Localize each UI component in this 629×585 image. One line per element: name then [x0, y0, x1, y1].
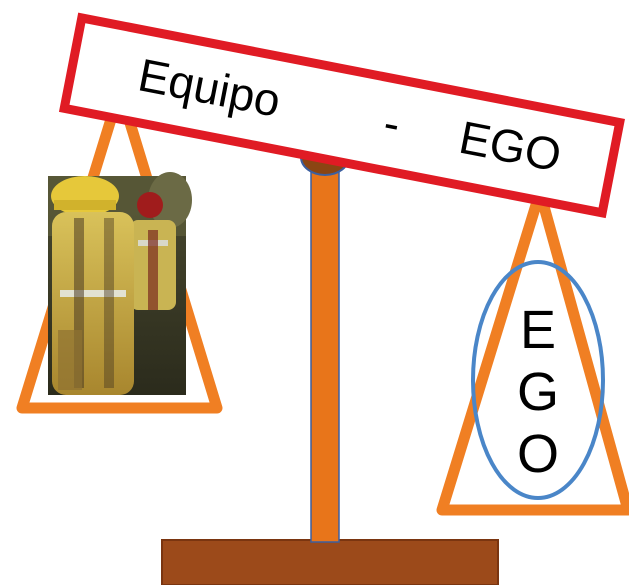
scale-base [161, 539, 499, 585]
beam-box [58, 12, 625, 219]
ego-letter-e: E [520, 300, 556, 360]
ego-letter-g: G [517, 362, 559, 422]
firefighters-photo [48, 172, 192, 395]
scale-pole [310, 159, 340, 543]
ego-letter-o: O [517, 424, 559, 484]
scale-beam: Equipo - EGO [58, 12, 625, 219]
right-pan-frame [436, 186, 629, 516]
ego-ellipse [471, 260, 605, 500]
